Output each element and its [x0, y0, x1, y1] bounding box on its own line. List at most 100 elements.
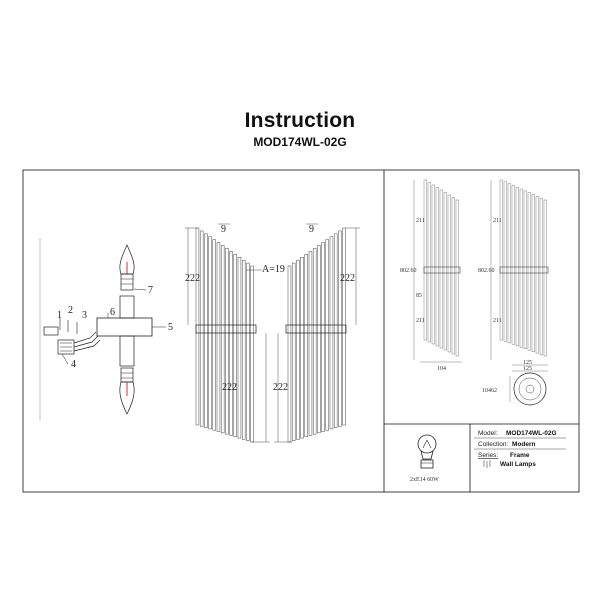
part-label-1: 1	[57, 310, 62, 321]
dim-rear-upper: 222	[340, 273, 355, 284]
glass-rod	[229, 251, 233, 436]
info-table: Model: MOD174WL-02G Collection: Modern S…	[474, 430, 566, 468]
base-dim-2: 125	[523, 366, 532, 372]
glass-rod	[333, 233, 338, 428]
page-title: Instruction	[244, 109, 356, 132]
glass-rods-right	[287, 227, 346, 443]
info-series-label: Series:	[478, 452, 498, 459]
lamp-mini-icon	[483, 460, 491, 468]
glass-rod	[511, 185, 516, 345]
glass-rod	[287, 265, 292, 443]
lower-stem	[119, 335, 135, 367]
rear-view: 222 222 9	[273, 223, 360, 443]
dim-rear-lower: 222	[273, 382, 288, 393]
glass-rod	[195, 227, 200, 426]
rear-bar	[285, 324, 347, 334]
glass-rod	[199, 230, 204, 427]
glass-rod	[321, 242, 325, 432]
glass-rod	[225, 248, 229, 435]
small-dim-r2: 211	[493, 318, 502, 324]
dim-rear-top: 9	[309, 224, 314, 235]
info-collection-label: Collection:	[478, 441, 509, 448]
glass-rod	[451, 197, 456, 355]
info-type-value: Wall Lamps	[500, 461, 536, 468]
lower-bulb-icon	[119, 367, 135, 415]
assembly-view: 1 2 3 4 5 6 7	[39, 238, 173, 420]
small-dim-width: 104	[437, 366, 446, 372]
glass-rod	[304, 254, 308, 437]
glass-rod	[431, 184, 436, 345]
glass-rod	[423, 179, 428, 341]
front-view: 222 222 9 A=19	[185, 223, 285, 443]
wall-bracket	[43, 326, 59, 336]
glass-rod	[507, 183, 512, 344]
glass-rod	[300, 257, 304, 439]
small-dim-4: 211	[416, 318, 425, 324]
glass-rod	[338, 230, 342, 427]
glass-rod	[447, 194, 452, 353]
glass-rod	[342, 227, 346, 426]
glass-rod	[325, 239, 329, 431]
glass-rod	[241, 259, 246, 440]
dim-front-upper: 222	[185, 273, 200, 284]
glass-rod	[212, 239, 216, 431]
glass-rod	[523, 190, 528, 349]
mini-rods-right	[499, 179, 548, 357]
dim-front-top: 9	[221, 224, 226, 235]
glass-rod	[250, 265, 254, 443]
dim-front-lower: 222	[222, 382, 237, 393]
front-bar	[195, 324, 257, 334]
glass-rod	[427, 182, 432, 343]
dim-offset: A=19	[262, 264, 285, 275]
part-label-7: 7	[148, 285, 153, 296]
info-series-value: Frame	[510, 452, 530, 459]
glass-rod	[443, 192, 448, 351]
glass-rod	[296, 259, 300, 440]
glass-rod	[216, 242, 221, 432]
upper-stem	[119, 295, 135, 319]
upper-bulb-icon	[119, 244, 135, 291]
info-model-value: MOD174WL-02G	[506, 430, 557, 437]
part-label-5: 5	[168, 322, 173, 333]
base-dim-1: 125	[523, 360, 532, 366]
glass-rod	[233, 254, 237, 437]
glass-rod	[499, 179, 504, 341]
drawing-frame	[22, 169, 580, 493]
info-collection-value: Modern	[512, 441, 536, 448]
small-view-left: 211 802.60 85 211 104	[400, 179, 462, 372]
model-code: MOD174WL-02G	[253, 135, 347, 149]
glass-rod	[543, 199, 548, 357]
glass-rod	[515, 187, 520, 347]
glass-rod	[527, 192, 532, 351]
small-dim-3: 85	[416, 293, 422, 299]
part-label-2: 2	[68, 305, 73, 316]
glass-rod	[455, 199, 460, 357]
base-plate	[513, 372, 547, 406]
glass-rod	[503, 181, 508, 342]
glass-rod	[312, 248, 317, 435]
glass-rod	[317, 245, 321, 434]
base-plate-view: 125 125 10462	[482, 360, 548, 406]
part-label-3: 3	[82, 310, 87, 321]
mini-rods-left	[423, 179, 460, 357]
glass-rod	[246, 262, 250, 441]
bulb-spec-label: 2xE14 60W	[410, 477, 439, 483]
glass-rod	[237, 257, 242, 439]
glass-rod	[308, 251, 313, 436]
glass-rod	[439, 189, 444, 349]
glass-rod	[291, 262, 296, 441]
base-dim-h: 10462	[482, 388, 497, 394]
glass-rods-left	[195, 227, 254, 443]
small-dim-1: 211	[416, 218, 425, 224]
small-dim-r-left: 802.60	[478, 268, 495, 274]
glass-rod	[220, 245, 225, 434]
part-label-4: 4	[71, 359, 76, 370]
lamp-body	[96, 317, 153, 337]
small-dim-left: 802.60	[400, 268, 417, 274]
glass-rod	[204, 233, 208, 428]
glass-rod	[519, 188, 524, 348]
small-view-right: 211 802.60 211	[478, 179, 549, 360]
glass-rod	[539, 197, 544, 355]
part-label-6: 6	[110, 307, 115, 318]
